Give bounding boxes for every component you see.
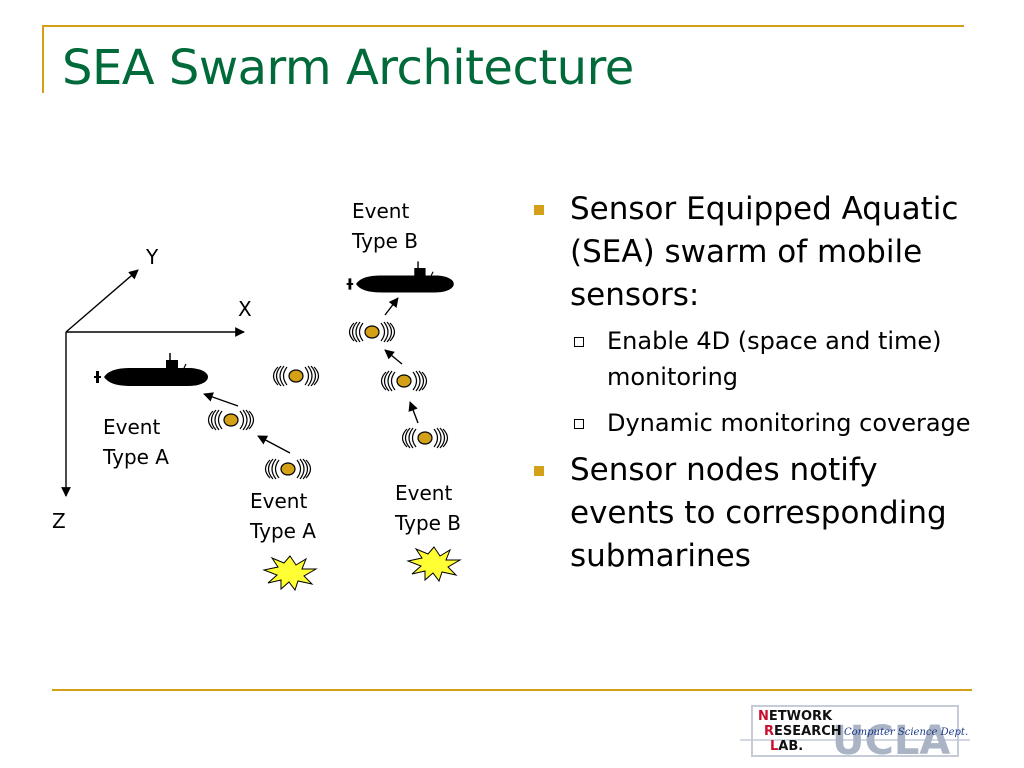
sub-bullet-text: Enable 4D (space and time) monitoring — [607, 327, 942, 391]
arrow-icon — [384, 297, 399, 316]
y-axis-label: Y — [145, 245, 159, 269]
svg-text:NETWORK: NETWORK — [758, 709, 833, 724]
logo-watermark: UCLA — [832, 718, 950, 760]
event-label: Event — [103, 415, 160, 439]
arrow-icon — [408, 401, 419, 424]
logo-initial: R — [764, 724, 774, 739]
event-burst-icon — [407, 546, 461, 582]
arrow-icon — [384, 349, 403, 365]
logo-word: AB. — [778, 739, 803, 754]
svg-text:LAB.: LAB. — [770, 739, 803, 754]
event-label: Event — [352, 199, 409, 223]
event-label: Type B — [394, 511, 461, 535]
sub-bullet-text: Dynamic monitoring coverage — [607, 409, 971, 437]
hollow-square-icon — [574, 419, 584, 429]
sensor-node-icon — [264, 458, 312, 480]
sensor-node-icon — [207, 409, 255, 431]
event-label: Type A — [102, 445, 169, 469]
bullet-list: Sensor Equipped Aquatic (SEA) swarm of m… — [530, 188, 990, 578]
slide-title: SEA Swarm Architecture — [62, 40, 634, 96]
axes: Y X Z — [52, 245, 252, 533]
sub-bullet-list: Enable 4D (space and time) monitoring Dy… — [570, 323, 990, 441]
event-burst-icon — [263, 555, 317, 591]
arrow-icon — [203, 392, 239, 407]
network-research-lab-logo: UCLA NETWORK RESEARCH LAB. Computer Scie… — [740, 705, 970, 760]
event-label: Event — [395, 481, 452, 505]
sensor-node-icon — [380, 370, 428, 392]
sensor-node-icon — [348, 321, 396, 343]
submarine-icon — [93, 352, 209, 387]
bullet-item: Sensor Equipped Aquatic (SEA) swarm of m… — [530, 188, 990, 441]
swarm-diagram: Y X Z Event Type B Event Type A Event Ty… — [52, 199, 461, 591]
bullet-item: Sensor nodes notify events to correspond… — [530, 449, 990, 578]
logo-word: ESEARCH — [774, 724, 842, 739]
logo-initial: N — [758, 709, 769, 724]
svg-text:RESEARCH: RESEARCH — [764, 724, 842, 739]
bullet-square-icon — [534, 205, 544, 215]
event-label: Type B — [351, 229, 418, 253]
sensor-node-icon — [401, 427, 449, 449]
x-axis-label: X — [238, 297, 252, 321]
sub-bullet-item: Enable 4D (space and time) monitoring — [570, 323, 990, 395]
arrow-icon — [257, 435, 291, 454]
logo-dept: Computer Science Dept. — [844, 727, 968, 738]
submarine-icon — [345, 260, 455, 294]
sub-bullet-item: Dynamic monitoring coverage — [570, 405, 990, 441]
event-label: Type A — [249, 519, 316, 543]
left-rule — [42, 25, 44, 93]
event-label: Event — [250, 489, 307, 513]
logo-word: ETWORK — [769, 709, 833, 724]
z-axis-label: Z — [52, 509, 66, 533]
logo-initial: L — [770, 739, 778, 754]
bottom-rule — [52, 689, 972, 691]
sensor-node-icon — [272, 365, 320, 387]
y-axis-line — [65, 269, 139, 333]
top-rule — [42, 25, 964, 27]
hollow-square-icon — [574, 337, 584, 347]
bullet-text: Sensor Equipped Aquatic (SEA) swarm of m… — [570, 191, 959, 313]
bullet-square-icon — [534, 466, 544, 476]
bullet-text: Sensor nodes notify events to correspond… — [570, 452, 947, 574]
